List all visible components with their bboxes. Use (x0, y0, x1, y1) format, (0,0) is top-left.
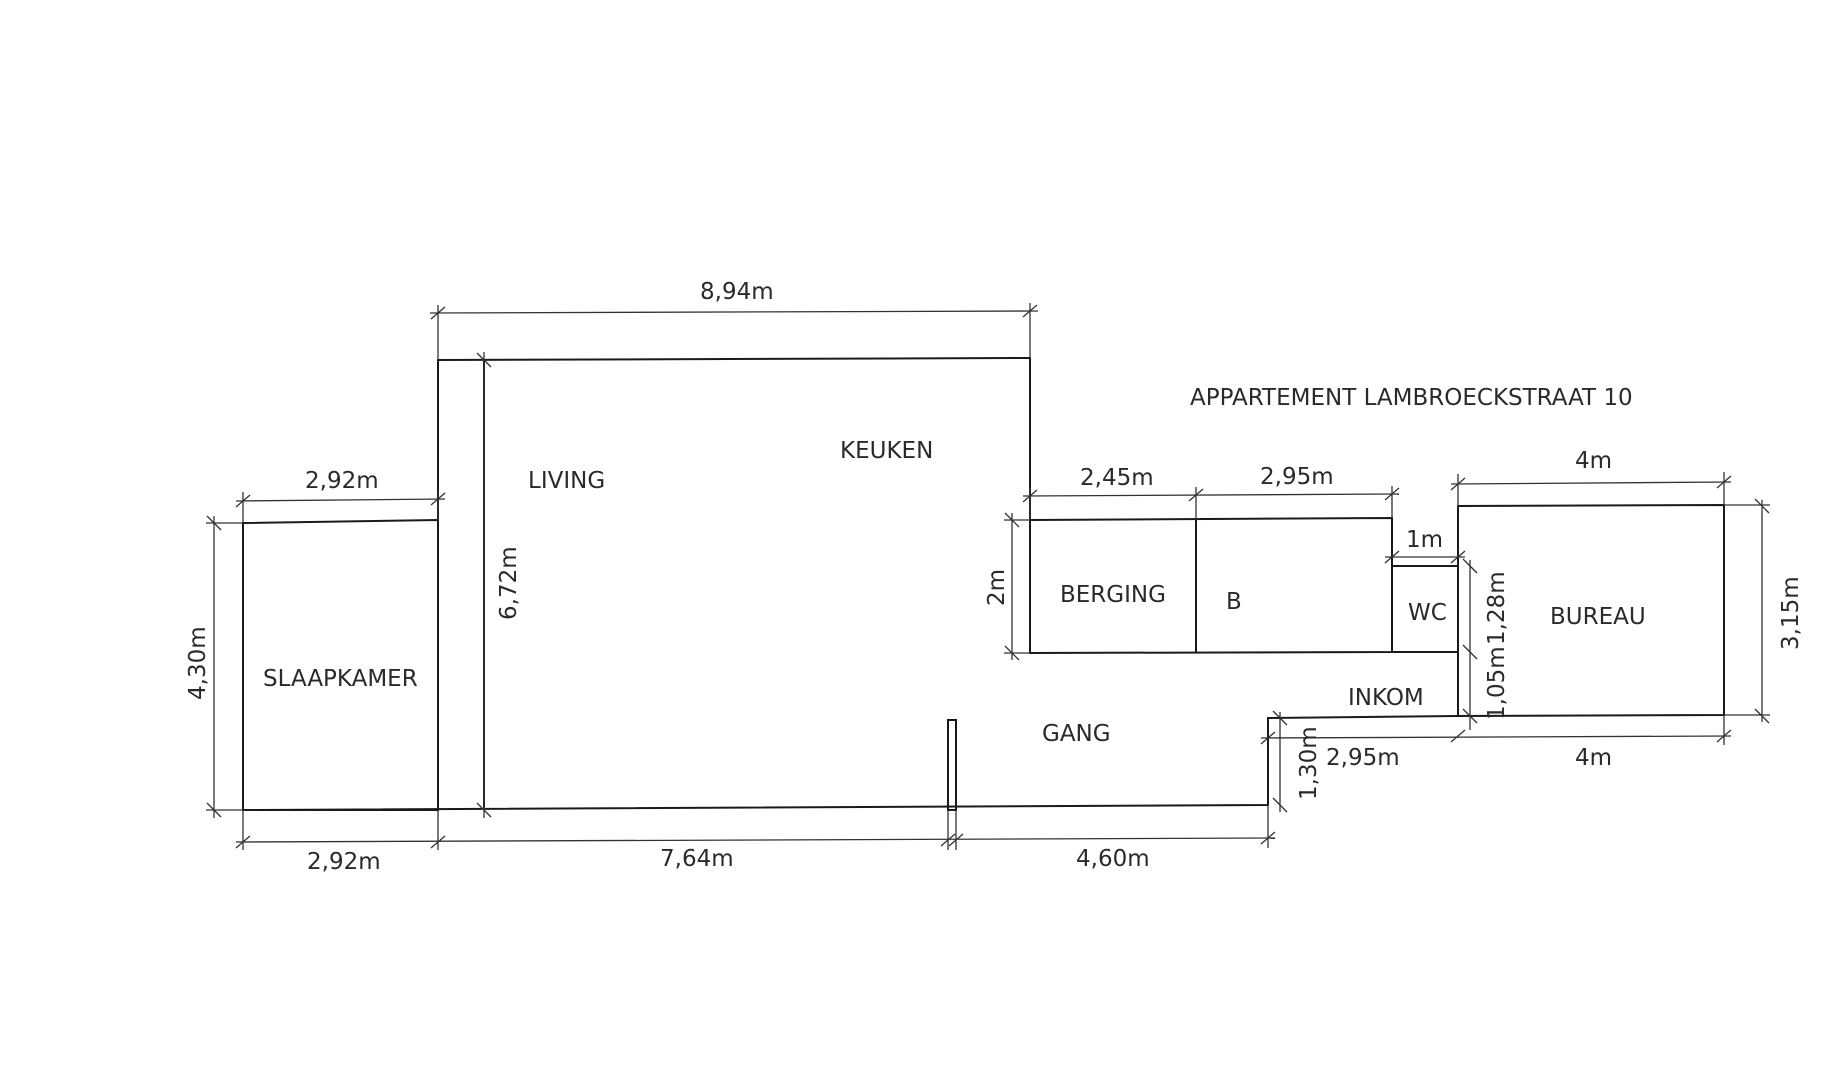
dim-berging-height: 2m (984, 569, 1010, 606)
room-label-slaapkamer: SLAAPKAMER (263, 666, 418, 692)
wall-bottom (242, 715, 1459, 811)
dim-gang-bottom: 4,60m (1076, 846, 1150, 872)
wall-living-outer (437, 356, 1031, 520)
dim-inkom-height: 1,05m (1484, 646, 1510, 720)
dim-slaapkamer-bottom: 2,92m (307, 849, 381, 875)
dim-bureau-top: 4m (1575, 448, 1612, 474)
room-label-living: LIVING (528, 468, 605, 494)
dim-berging-width: 2,45m (1080, 465, 1154, 491)
room-label-inkom: INKOM (1348, 685, 1424, 711)
dim-living-height: 6,72m (496, 546, 522, 620)
plan-title: APPARTEMENT LAMBROECKSTRAAT 10 (1190, 385, 1633, 411)
dim-inkom-width: 2,95m (1326, 745, 1400, 771)
room-label-keuken: KEUKEN (840, 438, 933, 464)
dimension-labels: 8,94m 2,92m 2,92m 7,64m 4,60m 2,45m 2,95… (185, 279, 1804, 875)
dim-overall-top: 8,94m (700, 279, 774, 305)
dim-badkamer-width: 2,95m (1260, 464, 1334, 490)
room-label-gang: GANG (1042, 721, 1111, 747)
room-label-berging: BERGING (1060, 582, 1166, 608)
dim-living-bottom: 7,64m (660, 846, 734, 872)
room-label-badkamer: B (1226, 589, 1242, 615)
room-labels: SLAAPKAMER LIVING KEUKEN BERGING B WC BU… (263, 438, 1646, 747)
room-label-wc: WC (1408, 600, 1447, 626)
dim-bureau-bottom: 4m (1575, 745, 1612, 771)
dim-bureau-height: 3,15m (1778, 576, 1804, 650)
wall-slaapkamer (242, 518, 439, 811)
dimension-lines (206, 303, 1770, 850)
dim-wc-height: 1,28m (1484, 571, 1510, 645)
dim-slaapkamer-height: 4,30m (185, 626, 211, 700)
dim-slaapkamer-top: 2,92m (305, 468, 379, 494)
room-label-bureau: BUREAU (1550, 604, 1646, 630)
wall-pillar (947, 719, 957, 811)
dim-wc-width: 1m (1406, 527, 1443, 553)
dim-gang-step: 1,30m (1296, 726, 1322, 800)
